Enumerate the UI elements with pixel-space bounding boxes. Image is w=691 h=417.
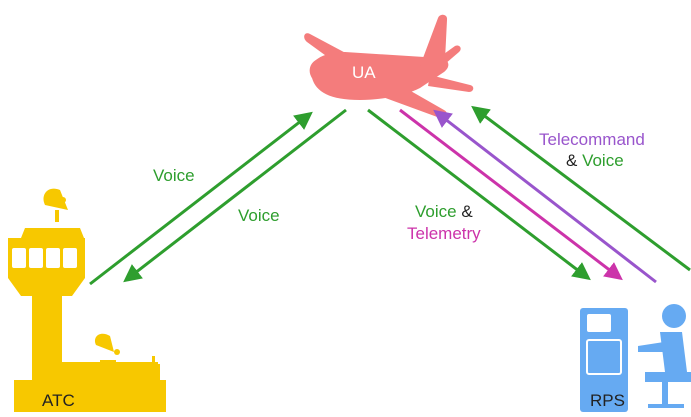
rps-to-ua-label-line2: & Voice <box>566 151 624 171</box>
ua-to-rps-amp: & <box>461 202 473 221</box>
aircraft-label: UA <box>352 63 376 82</box>
ua-to-rps-telemetry-arrow <box>399 108 623 281</box>
rps-to-ua-voice-arrow <box>471 105 691 272</box>
ua-to-rps-label-line1: Voice & <box>415 202 473 222</box>
ua-to-rps-voice-arrow <box>367 108 591 281</box>
atc-to-ua-label: Voice <box>153 166 195 185</box>
rps-to-ua-amp: & <box>566 151 578 170</box>
rps-to-ua-telecommand-text: Telecommand <box>539 130 645 149</box>
atc-label: ATC <box>42 391 75 410</box>
rps-to-ua-telecommand-arrow <box>433 109 657 284</box>
rps-screen <box>586 314 622 375</box>
rps-label: RPS <box>590 391 625 410</box>
ua-to-atc-label: Voice <box>238 206 280 225</box>
ua-to-atc-arrow <box>123 108 347 283</box>
aircraft-icon <box>304 14 474 119</box>
rps-to-ua-voice-text: Voice <box>582 151 624 170</box>
atc-tower-icon <box>8 188 166 412</box>
ua-to-rps-voice-text: Voice <box>415 202 457 221</box>
rps-station-icon <box>580 304 691 412</box>
atc-cab-windows <box>12 248 77 268</box>
atc-to-ua-arrow <box>89 111 313 286</box>
ua-to-rps-telemetry-text: Telemetry <box>407 224 481 243</box>
